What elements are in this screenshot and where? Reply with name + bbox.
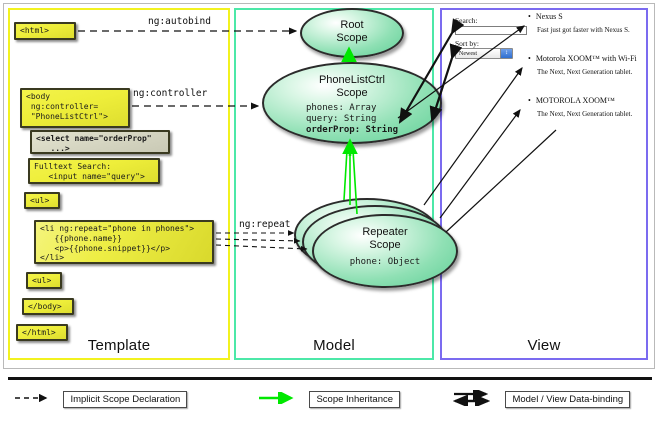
code-box-search: Fulltext Search: <input name="query"> — [28, 158, 160, 184]
phone-snippet: Fast just got faster with Nexus S. — [537, 26, 630, 34]
code-box-body-open: <body ng:controller= "PhoneListCtrl"> — [20, 88, 130, 128]
phone-name: MOTOROLA XOOM™ — [528, 96, 632, 105]
double-arrow-icon — [452, 389, 491, 406]
legend: Implicit Scope Declaration Scope Inherit… — [0, 372, 660, 421]
scope-phonelistctrl-properties: phones: Array query: String orderProp: S… — [305, 103, 399, 135]
scope-root-title: Root Scope — [336, 19, 368, 44]
green-arrow-icon — [259, 391, 294, 404]
dashed-arrow-icon — [15, 393, 48, 402]
column-model: Model — [234, 8, 434, 360]
scope-repeater-properties: phone: Object — [349, 257, 421, 268]
sort-by-select[interactable]: Newest ↕ — [455, 48, 513, 59]
chevron-updown-icon: ↕ — [500, 49, 512, 58]
column-template: Template — [8, 8, 230, 360]
connector-label-ng-repeat: ng:repeat — [239, 219, 291, 230]
search-label: Search: — [455, 16, 478, 25]
scope-repeater-instance-1: Repeater Scope phone: Object — [312, 214, 458, 288]
legend-item-scope-inheritance: Scope Inheritance — [258, 389, 401, 408]
phone-name: Nexus S — [528, 12, 630, 21]
phone-list-item: Nexus S Fast just got faster with Nexus … — [528, 12, 630, 34]
search-input[interactable] — [455, 26, 527, 35]
phone-list-item: Motorola XOOM™ with Wi-Fi The Next, Next… — [528, 54, 637, 76]
legend-item-implicit-scope-declaration: Implicit Scope Declaration — [14, 389, 188, 408]
legend-label: Model / View Data-binding — [505, 391, 631, 408]
code-box-html-open: <html> — [14, 22, 76, 40]
legend-label: Scope Inheritance — [309, 391, 401, 408]
code-box-select: <select name="orderProp" ...> — [30, 130, 170, 154]
connector-label-ng-autobind: ng:autobind — [148, 16, 211, 27]
column-label-model: Model — [313, 337, 355, 354]
scope-phonelistctrl-title: PhoneListCtrl Scope — [318, 74, 386, 99]
phone-snippet: The Next, Next Generation tablet. — [537, 110, 633, 118]
scope-phonelistctrl: PhoneListCtrl Scope phones: Array query:… — [262, 62, 442, 144]
scope-repeater-title: Repeater Scope — [362, 226, 408, 251]
sort-by-selected-value: Newest — [459, 51, 477, 57]
code-box-html-close: </html> — [16, 324, 68, 341]
legend-label: Implicit Scope Declaration — [63, 391, 188, 408]
code-box-body-close: </body> — [22, 298, 74, 315]
code-box-ul-close: <ul> — [26, 272, 62, 289]
legend-divider — [8, 377, 652, 380]
connector-label-ng-controller: ng:controller — [133, 88, 208, 99]
scope-root: Root Scope — [300, 8, 404, 58]
phone-list-item: MOTOROLA XOOM™ The Next, Next Generation… — [528, 96, 632, 118]
column-label-view: View — [527, 337, 561, 354]
phone-snippet: The Next, Next Generation tablet. — [537, 68, 633, 76]
code-box-li-repeat: <li ng:repeat="phone in phones"> {{phone… — [34, 220, 214, 264]
column-label-template: Template — [87, 337, 151, 354]
legend-item-model-view-data-binding: Model / View Data-binding — [452, 389, 631, 408]
code-box-ul-open: <ul> — [24, 192, 60, 209]
sort-by-label: Sort by: — [455, 39, 479, 48]
phone-name: Motorola XOOM™ with Wi-Fi — [528, 54, 637, 63]
